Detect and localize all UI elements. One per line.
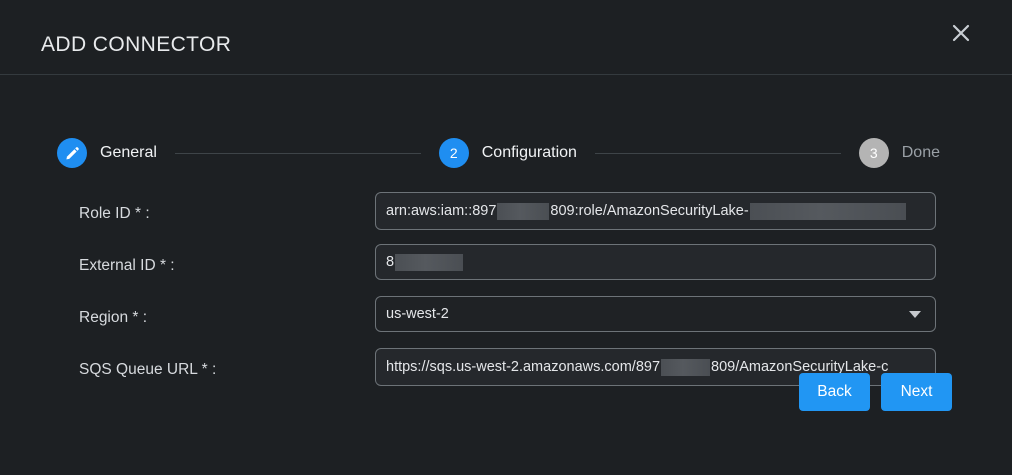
step-general[interactable]: General — [57, 138, 157, 168]
back-button[interactable]: Back — [799, 373, 870, 411]
step-done-label: Done — [901, 144, 940, 161]
step-done-number: 3 — [858, 138, 889, 168]
role-id-value-prefix: arn:aws:iam::897 — [386, 203, 497, 219]
sqs-value-prefix: https://sqs.us-west-2.amazonaws.com/897 — [386, 359, 661, 375]
region-label: Region * : — [79, 309, 148, 326]
role-id-value: arn:aws:iam::897 809:role/AmazonSecurity… — [376, 202, 907, 220]
close-icon[interactable] — [946, 18, 976, 48]
redaction-block — [749, 202, 906, 220]
dialog-actions: Back Next — [0, 373, 1012, 411]
redaction-block — [661, 358, 711, 376]
stepper: General 2 Configuration 3 Done — [57, 138, 940, 168]
region-selected-value: us-west-2 — [386, 306, 449, 322]
redaction-block — [395, 253, 464, 271]
dialog-header: ADD CONNECTOR — [0, 0, 1012, 75]
step-connector-2 — [594, 152, 841, 154]
external-id-label: External ID * : — [79, 257, 175, 274]
sqs-queue-url-label: SQS Queue URL * : — [79, 361, 217, 378]
form-row-region: Region * : us-west-2 — [0, 296, 1012, 340]
external-id-input[interactable]: 8 — [375, 244, 936, 280]
role-id-value-middle: 809:role/AmazonSecurityLake- — [550, 203, 749, 219]
pencil-icon — [57, 138, 87, 168]
step-done[interactable]: 3 Done — [858, 138, 940, 168]
step-general-label: General — [100, 144, 157, 161]
next-button[interactable]: Next — [881, 373, 952, 411]
configuration-form: Role ID * : arn:aws:iam::897 809:role/Am… — [0, 192, 1012, 400]
sqs-value-middle: 809/AmazonSecurityLake-c — [711, 359, 889, 375]
chevron-down-icon — [909, 310, 921, 318]
role-id-label: Role ID * : — [79, 205, 150, 222]
step-configuration-label: Configuration — [481, 144, 577, 161]
region-select[interactable]: us-west-2 — [375, 296, 936, 332]
step-connector-1 — [174, 152, 421, 154]
step-configuration-number: 2 — [438, 138, 469, 168]
role-id-input[interactable]: arn:aws:iam::897 809:role/AmazonSecurity… — [375, 192, 936, 230]
redaction-block — [497, 202, 550, 220]
external-id-value-prefix: 8 — [386, 254, 395, 270]
step-configuration[interactable]: 2 Configuration — [438, 138, 577, 168]
form-row-external-id: External ID * : 8 — [0, 244, 1012, 288]
sqs-queue-url-value: https://sqs.us-west-2.amazonaws.com/897 … — [376, 358, 889, 376]
external-id-value: 8 — [376, 253, 464, 271]
page-title: ADD CONNECTOR — [41, 33, 232, 56]
form-row-role-id: Role ID * : arn:aws:iam::897 809:role/Am… — [0, 192, 1012, 236]
